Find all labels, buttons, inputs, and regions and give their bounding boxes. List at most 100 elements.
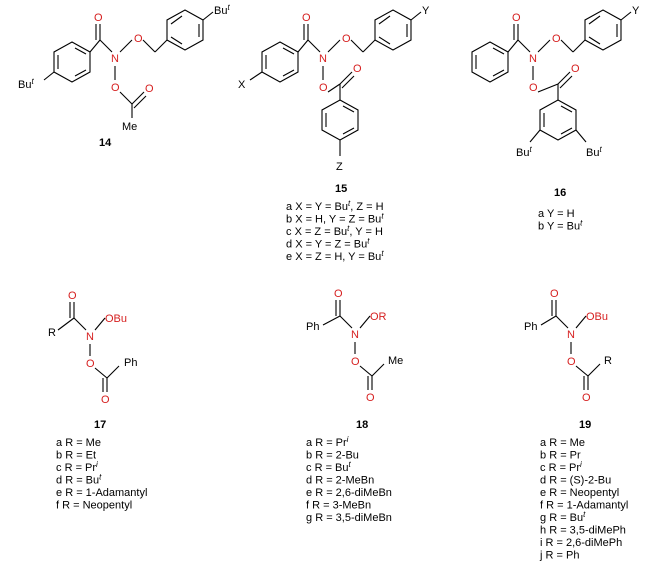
variant-item: d R = 2-MeBn [306,475,374,487]
compound-number-14: 14 [99,137,112,149]
variant-item: f R = 1-Adamantyl [540,500,628,512]
variant-item: a X = Y = But, Z = H [286,199,384,213]
variant-item: d R = (S)-2-Bu [540,475,611,487]
variant-item: c X = Z = But, Y = H [286,224,383,238]
benzene-ring [261,41,299,83]
methyl-label: Me [122,121,137,133]
nitrogen-label: N [529,53,537,65]
carbonyl-oxygen-label: O [334,288,343,300]
benzene-ring [471,41,509,83]
benzyl-ring [166,9,204,51]
variant-item: c R = Pri [56,460,98,474]
ether-oxygen-label: O [552,33,561,45]
tbutyl-right-label: But [214,3,230,17]
phenyl-label: Ph [124,357,137,369]
variant-list-15: a X = Y = But, Z = Hb X = H, Y = Z = But… [286,199,384,263]
methyl-label: Me [388,355,403,367]
compound-number-18: 18 [356,419,368,431]
y-substituent-label: Y [422,5,430,17]
variant-item: b X = H, Y = Z = But [286,212,384,226]
variant-item: a R = Me [540,437,585,449]
variant-item: g R = But [540,510,586,524]
nitrogen-label: N [111,53,119,65]
acyl-oxygen-label: O [145,83,154,95]
obutyl-label: OBu [105,313,127,325]
variant-item: i R = 2,6-diMePh [540,537,622,549]
compound-number-19: 19 [579,419,591,431]
compound-number-15: 15 [335,183,347,195]
x-substituent-label: X [238,79,246,91]
r-substituent-label: R [48,327,56,339]
benzoyl-ring [539,99,577,141]
variant-item: b Y = But [538,219,583,233]
variant-item: b R = Et [56,450,96,462]
variant-item: j R = Ph [539,550,579,562]
acyl-oxygen-label: O [582,392,591,404]
variant-item: e X = Z = H, Y = But [286,249,384,263]
r-substituent-label: R [604,355,612,367]
compound-number-17: 17 [94,419,106,431]
tbutyl-left-label: But [18,77,34,91]
variant-list-16: a Y = Hb Y = But [538,208,583,233]
structure-16: O N O Y O O But But 16 [471,5,640,199]
phenyl-label: Ph [524,321,537,333]
carbonyl-oxygen-label: O [512,12,521,24]
structure-17: R O N OBu O Ph O 17 [48,290,137,431]
ester-oxygen-label: O [111,82,120,94]
structure-18: Ph O N OR O Me O 18 [306,288,403,431]
carbonyl-oxygen-label: O [68,290,77,302]
variant-item: a R = Me [56,437,101,449]
oalkyl-label: OR [370,311,387,323]
ether-oxygen-label: O [134,33,143,45]
acyl-oxygen-label: O [571,63,580,75]
variant-item: a Y = H [538,208,575,220]
nitrogen-label: N [567,329,575,341]
benzyl-ring [374,9,412,51]
ester-oxygen-label: O [529,82,538,94]
ester-oxygen-label: O [567,356,576,368]
variant-item: d R = But [56,473,102,487]
z-substituent-label: Z [336,161,343,173]
carbonyl-oxygen-label: O [550,288,559,300]
variant-item: e R = Neopentyl [540,487,619,499]
variant-item: b R = 2-Bu [306,450,359,462]
variant-item: g R = 3,5-diMeBn [306,512,392,524]
compound-number-16: 16 [554,187,566,199]
obutyl-label: OBu [586,311,608,323]
ester-oxygen-label: O [86,358,95,370]
variant-item: h R = 3,5-diMePh [540,525,626,537]
variant-item: c R = Pri [540,460,582,474]
tbutyl-left-label: But [516,145,532,159]
phenyl-label: Ph [306,321,319,333]
ester-oxygen-label: O [319,82,328,94]
acyl-oxygen-label: O [353,63,362,75]
y-substituent-label: Y [632,5,640,17]
carbonyl-oxygen-label: O [302,12,311,24]
variant-item: f R = 3-MeBn [306,500,371,512]
variant-item: d X = Y = Z = But [286,237,370,251]
structure-19: Ph O N OBu O R O 19 [524,288,612,431]
variant-item: e R = 1-Adamantyl [56,487,147,499]
structure-14: But O N O But O O Me 14 [18,3,230,149]
tbutyl-right-label: But [586,145,602,159]
ether-oxygen-label: O [342,33,351,45]
variant-item: c R = But [306,460,352,474]
acyl-oxygen-label: O [366,392,375,404]
acyl-oxygen-label: O [101,394,110,406]
variant-item: f R = Neopentyl [56,500,132,512]
structure-15: X O N O Y O O Z 15 [238,5,430,195]
nitrogen-label: N [86,331,94,343]
benzoyl-ring [321,99,359,141]
carbonyl-oxygen-label: O [94,12,103,24]
variant-item: a R = Pri [306,435,349,449]
nitrogen-label: N [351,329,359,341]
variant-item: b R = Pr [540,450,581,462]
benzyl-ring [584,9,622,51]
benzene-ring [53,41,91,83]
ester-oxygen-label: O [351,356,360,368]
nitrogen-label: N [319,53,327,65]
